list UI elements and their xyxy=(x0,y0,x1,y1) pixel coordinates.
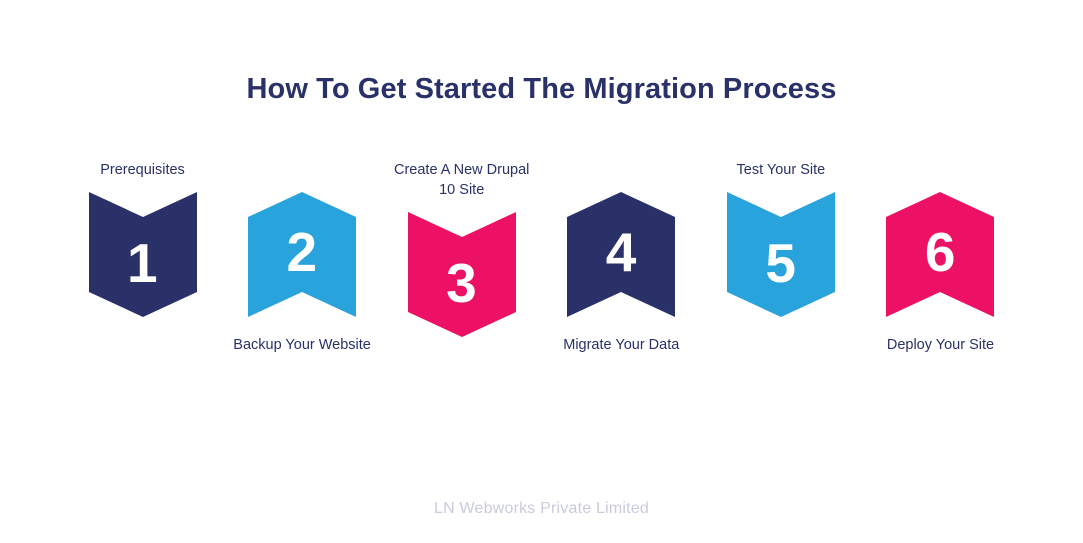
step-label: Deploy Your Site xyxy=(886,337,995,353)
page-title: How To Get Started The Migration Process xyxy=(246,73,837,105)
step-banner: 1 xyxy=(88,192,197,317)
banner-shape-icon xyxy=(407,212,516,337)
banner-shape-icon xyxy=(88,192,197,317)
step-banner: 6 xyxy=(886,192,995,317)
step-label: Migrate Your Data xyxy=(563,337,680,353)
step-banner: 2 xyxy=(248,192,357,317)
step-banner: 4 xyxy=(567,192,676,317)
step-1: Prerequisites 1 xyxy=(65,160,220,405)
step-5: Test Your Site 5 xyxy=(703,160,858,405)
step-number: 1 xyxy=(126,232,159,294)
banner-shape-icon xyxy=(248,192,357,317)
step-banner: 3 xyxy=(407,212,516,337)
step-banner: 5 xyxy=(726,192,835,317)
banner-shape-icon xyxy=(726,192,835,317)
step-3: Create A New Drupal 10 Site 3 xyxy=(384,160,539,405)
step-number: 5 xyxy=(765,232,797,294)
step-number: 3 xyxy=(446,252,478,314)
step-label: Backup Your Website xyxy=(233,337,371,353)
step-label: Prerequisites xyxy=(100,162,185,178)
step-label: Test Your Site xyxy=(736,162,826,178)
banner-shape-icon xyxy=(567,192,676,317)
footer-attribution: LN Webworks Private Limited xyxy=(434,500,649,517)
step-label: Create A New Drupal 10 Site xyxy=(393,162,530,198)
banner-shape-icon xyxy=(886,192,995,317)
step-number: 2 xyxy=(286,221,318,283)
step-number: 4 xyxy=(605,221,637,283)
step-number: 6 xyxy=(924,221,957,283)
